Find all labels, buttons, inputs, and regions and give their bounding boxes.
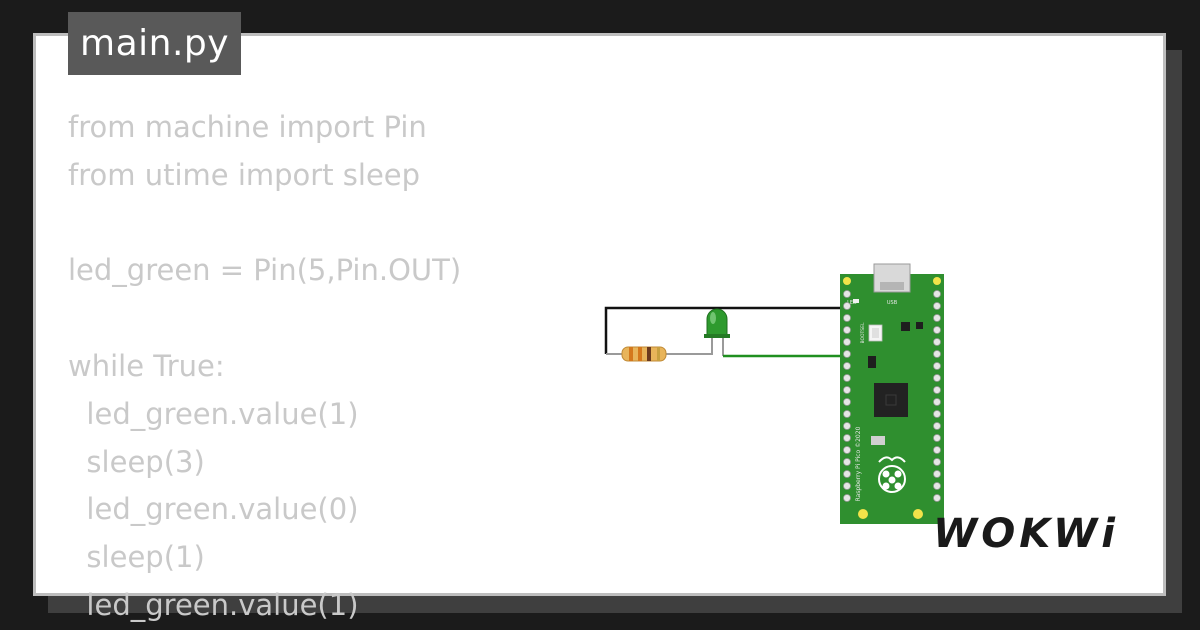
code-line-4: led_green = Pin(5,Pin.OUT) [68, 253, 462, 288]
rp2040-chip [874, 383, 908, 417]
code-line-10: sleep(1) [68, 540, 205, 575]
bootsel-label: BOOTSEL [860, 322, 866, 344]
code-line-6: while True: [68, 348, 225, 383]
wire-black [604, 302, 853, 354]
chip-small-1 [901, 322, 910, 331]
code-line-9: led_green.value(0) [68, 492, 359, 527]
wire-green [723, 354, 853, 358]
raspberry-icon [878, 456, 906, 493]
led-label: LED [847, 300, 857, 306]
circuit-diagram: USB LED [604, 263, 944, 524]
chip-small-3 [868, 356, 876, 368]
right-pin-row [913, 277, 941, 519]
pico-board[interactable]: USB LED [840, 263, 944, 524]
usb-label: USB [887, 300, 898, 306]
chip-small-2 [916, 322, 923, 329]
wire-resistor-led [684, 342, 713, 355]
led-green[interactable] [704, 308, 730, 356]
code-line-7: led_green.value(1) [68, 396, 359, 431]
file-tab-main-py[interactable]: main.py [68, 12, 242, 75]
code-block: from machine import Pin from utime import… [68, 104, 461, 630]
code-line-2: from utime import sleep [68, 157, 421, 192]
preview-card: from machine import Pin from utime import… [33, 33, 1166, 622]
onboard-led [853, 299, 859, 303]
code-line-11: led_green.value(1) [68, 587, 359, 622]
test-pad [871, 436, 885, 445]
wokwi-logo: WOKWi [933, 511, 1119, 557]
code-line-8: sleep(3) [68, 444, 205, 479]
code-line-1: from machine import Pin [68, 110, 427, 144]
board-name-label: Raspberry Pi Pico ©2020 [855, 426, 862, 501]
resistor[interactable] [606, 346, 684, 362]
left-pin-row [843, 277, 868, 519]
